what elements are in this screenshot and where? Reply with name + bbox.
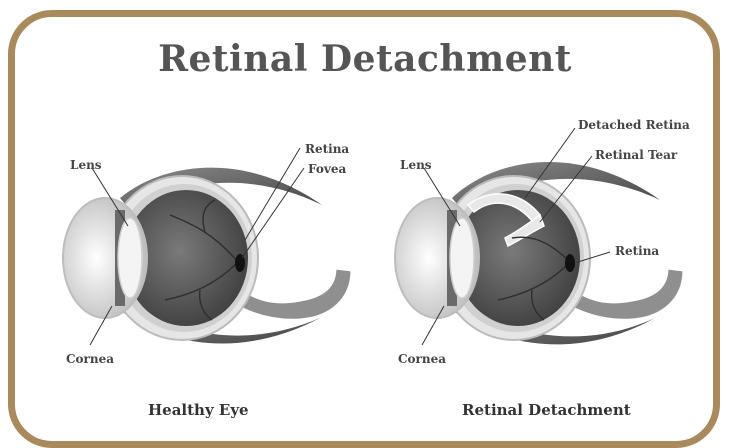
label-lens-detached: Lens xyxy=(400,158,432,172)
fovea-spot xyxy=(565,254,575,272)
caption-healthy-eye: Healthy Eye xyxy=(148,401,249,419)
label-fovea: Fovea xyxy=(308,162,346,176)
label-retina-detached: Retina xyxy=(615,244,659,258)
caption-retinal-detachment: Retinal Detachment xyxy=(462,401,631,419)
label-detached-retina: Detached Retina xyxy=(578,118,690,132)
label-retina-healthy: Retina xyxy=(305,142,349,156)
lens xyxy=(450,218,474,298)
label-retinal-tear: Retinal Tear xyxy=(595,148,677,162)
label-lens-healthy: Lens xyxy=(70,158,102,172)
label-cornea-healthy: Cornea xyxy=(66,352,114,366)
label-cornea-detached: Cornea xyxy=(398,352,446,366)
